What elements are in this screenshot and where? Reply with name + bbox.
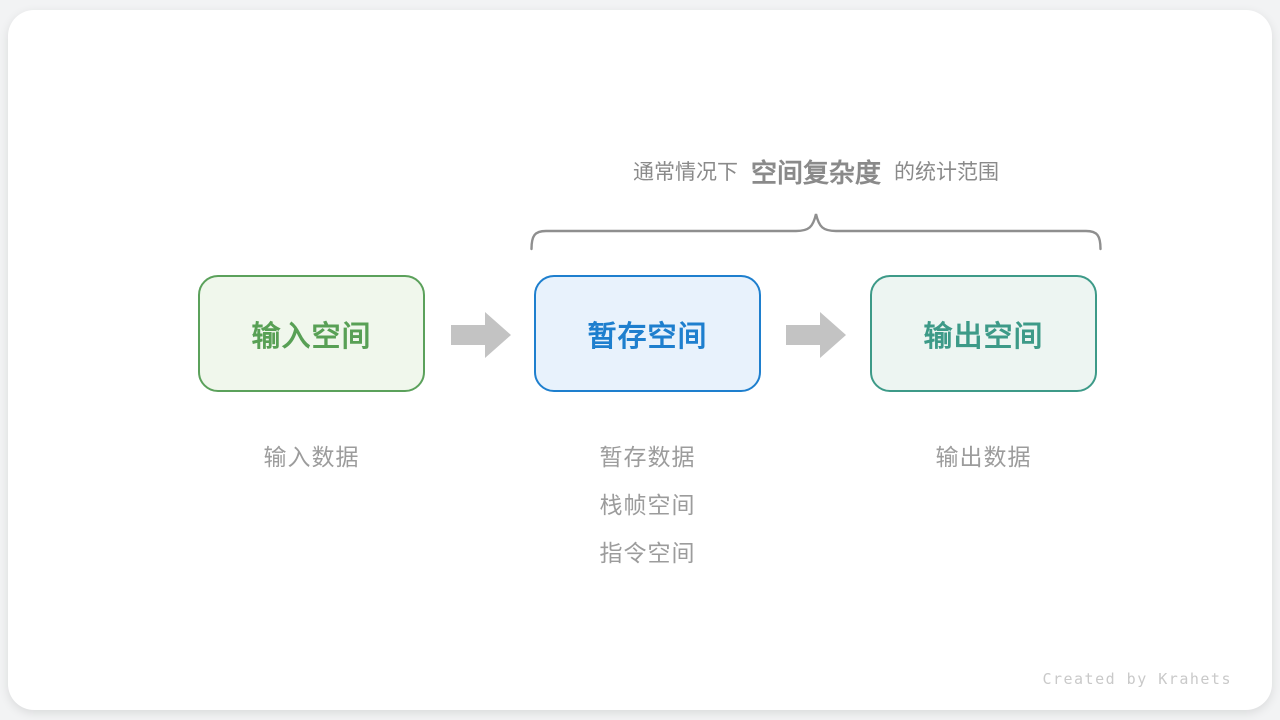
note-line: 输出数据 — [935, 445, 1032, 471]
box-buffer-space: 暂存空间 — [534, 275, 761, 392]
box-output-space-label: 输出空间 — [923, 318, 1044, 353]
input-space-notes: 输入数据 — [211, 434, 412, 482]
curly-brace-icon — [530, 213, 1102, 251]
note-line: 栈帧空间 — [599, 493, 696, 519]
note-line: 指令空间 — [599, 541, 696, 567]
output-space-notes: 输出数据 — [883, 434, 1084, 482]
annotation-prefix: 通常情况下 — [632, 160, 738, 184]
scope-annotation: 通常情况下 空间复杂度 的统计范围 — [458, 148, 1174, 194]
note-line: 输入数据 — [263, 445, 360, 471]
annotation-suffix: 的统计范围 — [894, 160, 999, 184]
annotation-highlight: 空间复杂度 — [750, 158, 881, 189]
box-input-space-label: 输入空间 — [251, 318, 372, 353]
box-output-space: 输出空间 — [870, 275, 1097, 392]
box-input-space: 输入空间 — [198, 275, 425, 392]
diagram-card: 通常情况下 空间复杂度 的统计范围 输入空间 暂存空间 输出空间 输入数据 暂存… — [8, 10, 1272, 710]
buffer-space-notes: 暂存数据 栈帧空间 指令空间 — [547, 434, 748, 578]
arrow-right-icon — [451, 312, 511, 358]
note-line: 暂存数据 — [599, 445, 696, 471]
box-buffer-space-label: 暂存空间 — [587, 318, 708, 353]
watermark-credit: Created by Krahets — [1042, 670, 1232, 688]
arrow-right-icon — [786, 312, 846, 358]
